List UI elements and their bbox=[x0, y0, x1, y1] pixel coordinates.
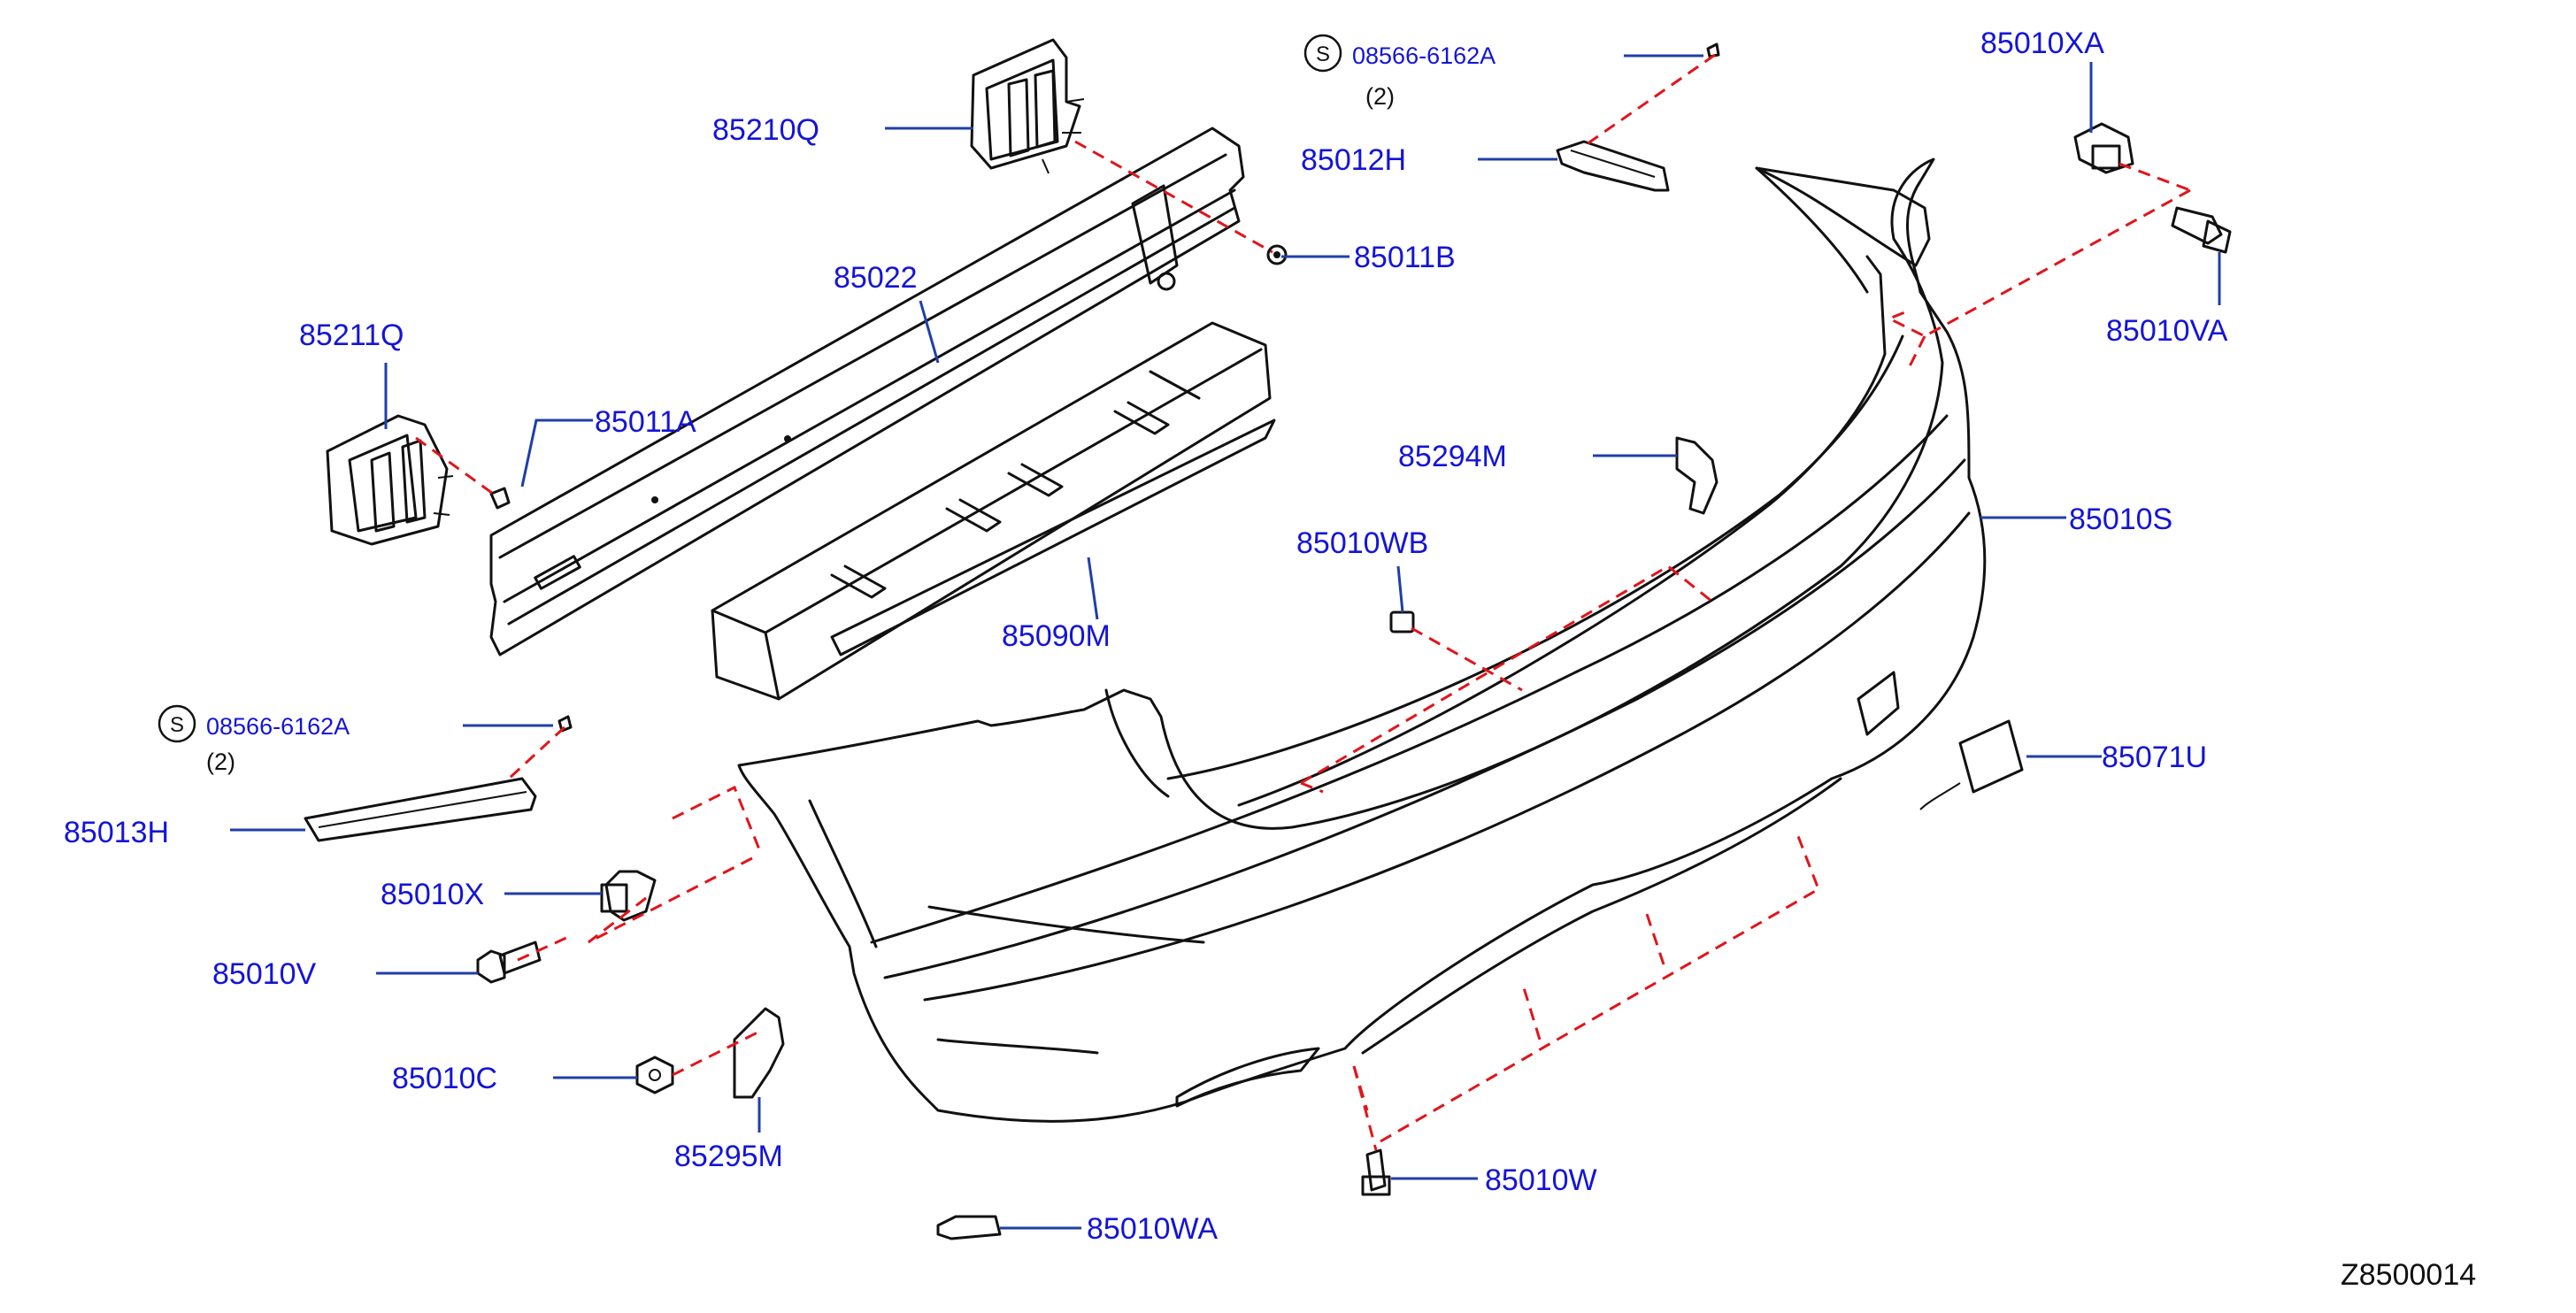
bracket-85211q-drawing bbox=[326, 414, 454, 546]
label-85022: 85022 bbox=[834, 261, 918, 295]
label-85071u: 85071U bbox=[2102, 741, 2207, 774]
label-85294m: 85294M bbox=[1398, 440, 1507, 473]
label-85010v: 85010V bbox=[212, 957, 317, 991]
dashed-assembly-guides bbox=[415, 53, 2191, 1151]
label-85211q: 85211Q bbox=[299, 319, 404, 352]
s-symbol-text: S bbox=[170, 713, 184, 737]
label-85010c: 85010C bbox=[392, 1062, 497, 1095]
label-85090m: 85090M bbox=[1002, 619, 1111, 653]
label-85010x: 85010X bbox=[381, 878, 484, 911]
label-85295m: 85295M bbox=[674, 1140, 783, 1173]
label-85012h: 85012H bbox=[1301, 143, 1406, 177]
s-symbol-circle bbox=[1303, 34, 1342, 73]
screw-callout-top: S 08566-6162A (2) bbox=[1303, 34, 1496, 110]
absorber-85090m-drawing bbox=[711, 321, 1276, 701]
bracket-85210q-drawing bbox=[970, 38, 1085, 174]
label-85210q: 85210Q bbox=[712, 113, 819, 147]
label-85010w: 85010W bbox=[1485, 1163, 1597, 1197]
label-85010xa: 85010XA bbox=[1980, 27, 2104, 60]
screw-part-number: 08566-6162A bbox=[206, 713, 350, 740]
bumper-fascia-85010s-drawing bbox=[737, 157, 1987, 1123]
reinforcement-85022-drawing bbox=[489, 127, 1245, 656]
s-symbol-circle bbox=[158, 704, 196, 743]
label-85013h: 85013H bbox=[64, 816, 169, 849]
screw-quantity: (2) bbox=[206, 749, 235, 775]
fastener-drawings bbox=[304, 42, 2232, 1240]
label-85010va: 85010VA bbox=[2106, 314, 2228, 348]
screw-part-number: 08566-6162A bbox=[1352, 42, 1496, 69]
leader-lines bbox=[230, 54, 2221, 1230]
s-symbol-text: S bbox=[1316, 42, 1330, 66]
label-85011b: 85011B bbox=[1354, 241, 1456, 274]
label-85010s: 85010S bbox=[2069, 503, 2172, 536]
screw-callout-left: S 08566-6162A (2) bbox=[158, 704, 350, 775]
label-85010wa: 85010WA bbox=[1087, 1212, 1218, 1246]
diagram-code: Z8500014 bbox=[2341, 1258, 2476, 1292]
label-85011a: 85011A bbox=[595, 405, 696, 439]
screw-quantity: (2) bbox=[1365, 83, 1395, 110]
label-85010wb: 85010WB bbox=[1296, 526, 1428, 560]
